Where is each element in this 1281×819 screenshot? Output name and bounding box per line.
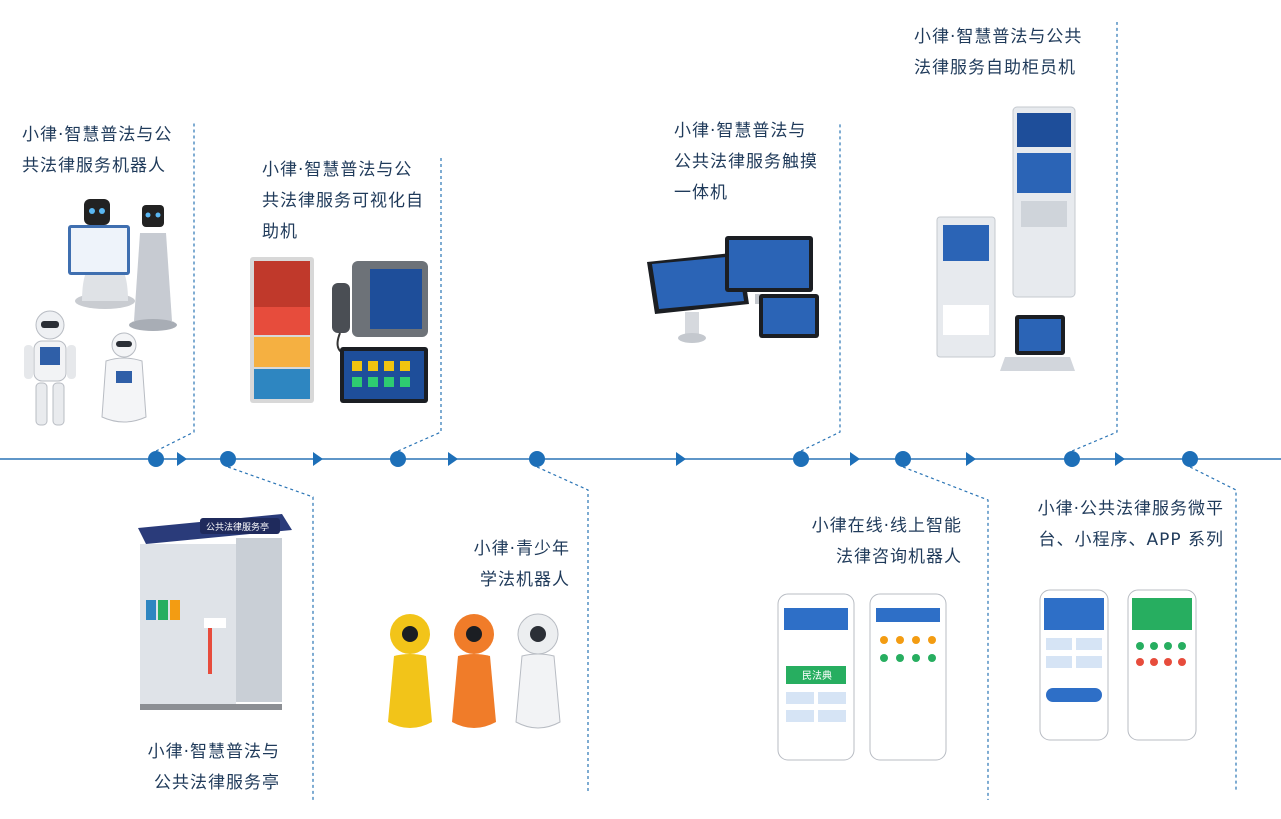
connector-robot-service (155, 122, 195, 452)
connector-service-booth (227, 466, 314, 800)
timeline-dot (895, 451, 911, 467)
timeline-dot (793, 451, 809, 467)
connector-youth-robot (536, 466, 589, 792)
booth-sign-text: 公共法律服务亭 (206, 521, 269, 533)
timeline-arrow (676, 452, 686, 466)
timeline-arrow (966, 452, 976, 466)
timeline-arrow (1115, 452, 1125, 466)
timeline-dot (1064, 451, 1080, 467)
timeline-arrow (850, 452, 860, 466)
timeline-dot (529, 451, 545, 467)
timeline-arrow (448, 452, 458, 466)
visual-kiosk-image (250, 257, 428, 403)
connector-micro-platform (1189, 466, 1237, 792)
connector-touch-allinone (800, 122, 841, 452)
connectors (155, 22, 1237, 800)
label-youth-robot: 小律·青少年 学法机器人 (473, 539, 570, 590)
label-robot-service: 小律·智慧普法与公 共法律服务机器人 (22, 125, 173, 176)
youth-robot-image (388, 613, 561, 729)
teller-machine-image (936, 106, 1076, 371)
timeline-arrow (177, 452, 187, 466)
touch-allinone-image (647, 236, 819, 343)
robot-group-image (24, 199, 177, 426)
timeline-arrow (313, 452, 323, 466)
timeline-dot (1182, 451, 1198, 467)
online-robot-phones-image: 民法典 (777, 593, 947, 761)
label-visual-kiosk: 小律·智慧普法与公 共法律服务可视化自 助机 (262, 160, 424, 242)
label-micro-platform: 小律·公共法律服务微平 台、小程序、APP 系列 (1037, 499, 1224, 550)
timeline-dot (220, 451, 236, 467)
micro-platform-phones-image (1039, 589, 1197, 741)
timeline-arrows (177, 452, 1125, 466)
screen-banner-text: 民法典 (802, 669, 832, 682)
connector-online-robot (902, 466, 989, 800)
connector-teller-machine (1071, 22, 1118, 452)
timeline-dot (148, 451, 164, 467)
timeline-dot (390, 451, 406, 467)
label-touch-allinone: 小律·智慧普法与 公共法律服务触摸 一体机 (674, 121, 818, 203)
label-teller-machine: 小律·智慧普法与公共 法律服务自助柜员机 (914, 27, 1083, 78)
label-service-booth: 小律·智慧普法与 公共法律服务亭 (147, 742, 280, 793)
label-online-robot: 小律在线·线上智能 法律咨询机器人 (811, 516, 962, 567)
service-booth-image: 公共法律服务亭 (138, 514, 292, 710)
timeline-dots (148, 451, 1198, 467)
